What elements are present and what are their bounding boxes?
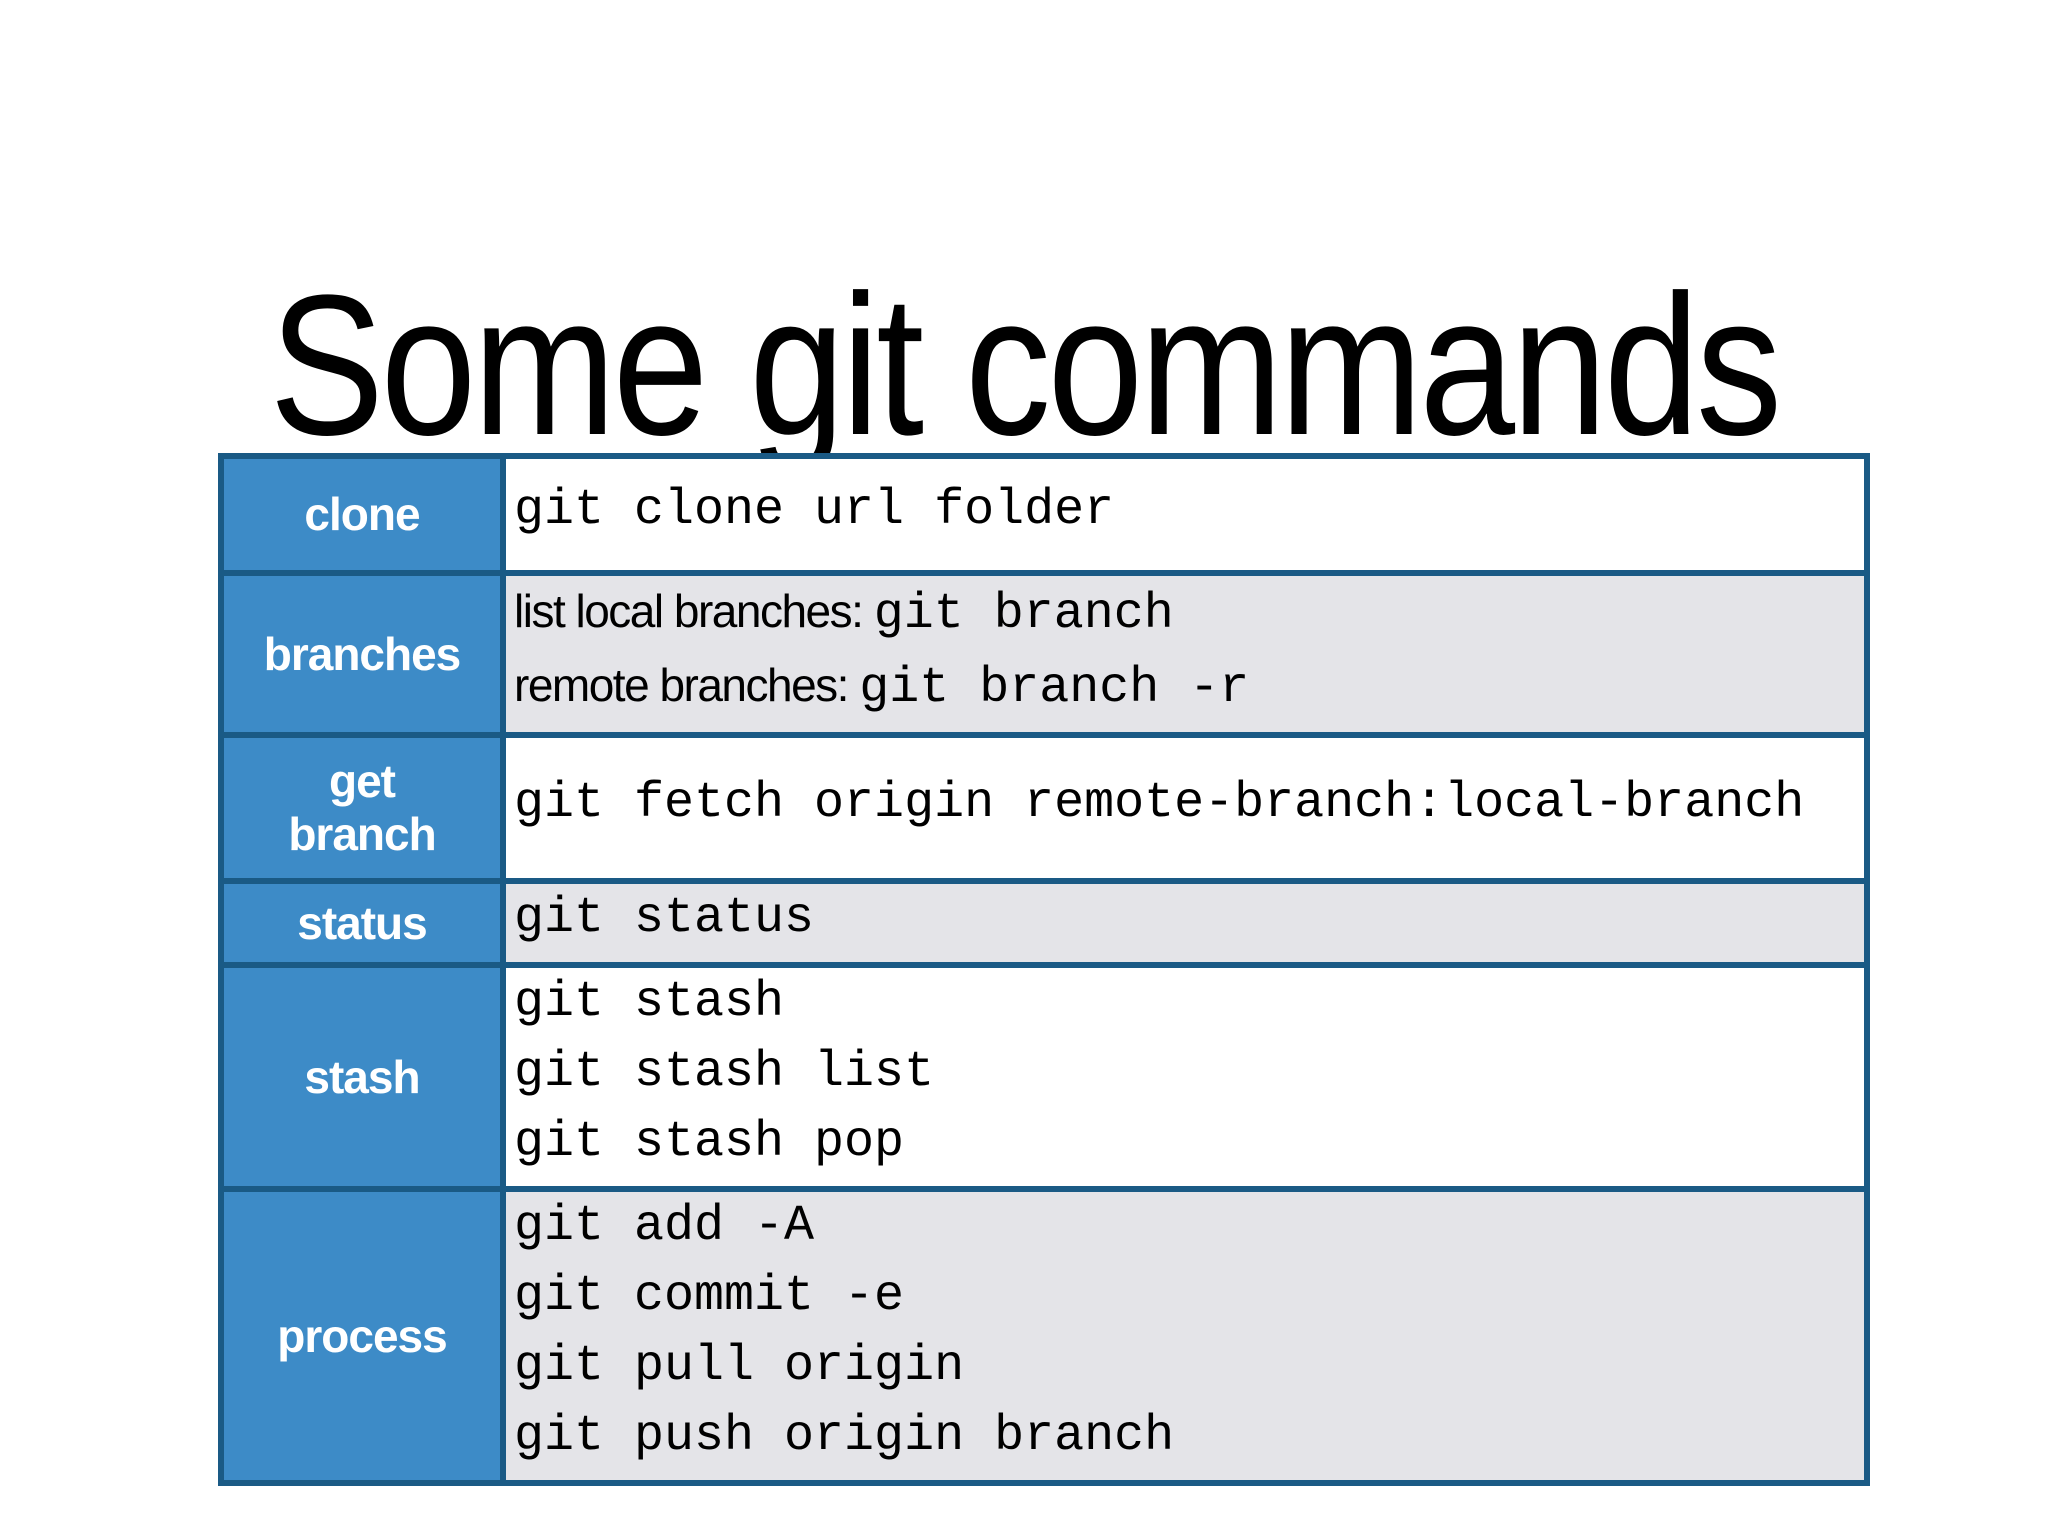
command-prefix: list local branches: [514, 585, 874, 637]
command-line: git add -A [514, 1196, 1858, 1266]
command-code: git stash [514, 974, 785, 1031]
row-label-branches: branches [218, 570, 506, 738]
command-prefix: remote branches: [514, 659, 860, 711]
command-code: git clone url folder [514, 481, 1115, 539]
row-label-clone: clone [218, 453, 506, 576]
command-code: git branch -r [859, 660, 1250, 717]
table-row-get-branch: get branch git fetch origin remote-branc… [218, 732, 1870, 884]
command-code: git branch [873, 586, 1174, 643]
table-row-clone: clone git clone url folder [218, 453, 1870, 576]
command-line: git push origin branch [514, 1406, 1858, 1476]
command-code: git commit -e [514, 1268, 905, 1325]
table-row-process: process git add -A git commit -e git pul… [218, 1186, 1870, 1486]
command-line: git fetch origin remote-branch:local-bra… [514, 773, 1858, 843]
row-commands-clone: git clone url folder [500, 453, 1870, 576]
row-commands-branches: list local branches: git branch remote b… [500, 570, 1870, 738]
command-line: git clone url folder [514, 480, 1858, 550]
command-line: git commit -e [514, 1266, 1858, 1336]
command-line: git status [514, 888, 1858, 958]
row-commands-stash: git stash git stash list git stash pop [500, 962, 1870, 1192]
command-line: git stash list [514, 1042, 1858, 1112]
table-row-status: status git status [218, 878, 1870, 968]
row-label-stash: stash [218, 962, 506, 1192]
command-code: git stash pop [514, 1114, 905, 1171]
command-line: git stash pop [514, 1112, 1858, 1182]
row-label-status: status [218, 878, 506, 968]
table-row-stash: stash git stash git stash list git stash… [218, 962, 1870, 1192]
command-code: git stash list [514, 1044, 935, 1101]
command-line: list local branches: git branch [514, 580, 1858, 654]
row-commands-get-branch: git fetch origin remote-branch:local-bra… [500, 732, 1870, 884]
row-commands-process: git add -A git commit -e git pull origin… [500, 1186, 1870, 1486]
command-line: git pull origin [514, 1336, 1858, 1406]
command-code: git pull origin [514, 1338, 965, 1395]
command-line: remote branches: git branch -r [514, 654, 1858, 728]
command-code: git add -A [514, 1198, 815, 1255]
command-code: git status [514, 890, 815, 947]
command-code: git push origin branch [514, 1408, 1175, 1465]
row-label-process: process [218, 1186, 506, 1486]
row-label-get-branch: get branch [218, 732, 506, 884]
command-line: git stash [514, 972, 1858, 1042]
row-commands-status: git status [500, 878, 1870, 968]
slide-title: Some git commands [269, 254, 1782, 477]
table-row-branches: branches list local branches: git branch… [218, 570, 1870, 738]
git-commands-table: clone git clone url folder branches list… [218, 453, 1870, 1486]
command-code: git fetch origin remote-branch:local-bra… [514, 775, 1805, 832]
